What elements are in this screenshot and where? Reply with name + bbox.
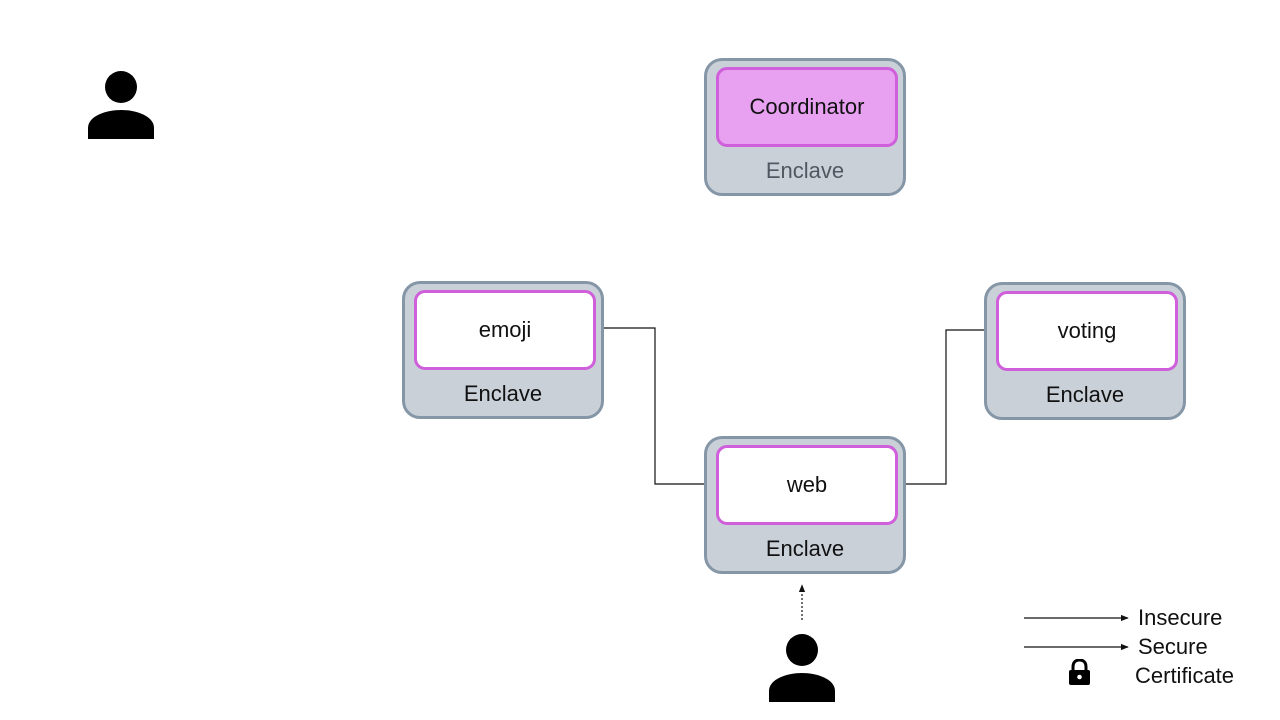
- person-icon: [88, 71, 154, 139]
- connection-web-voting: [895, 326, 996, 488]
- lock-icon: [1069, 659, 1090, 685]
- web-service[interactable]: web: [716, 445, 898, 525]
- voting-enclave-label: Enclave: [1045, 382, 1125, 407]
- voting-service[interactable]: voting: [996, 291, 1178, 371]
- emoji-enclave-label: Enclave: [463, 381, 543, 406]
- voting-enclave[interactable]: voting Enclave: [984, 282, 1186, 420]
- person-icon: [769, 634, 835, 702]
- web-enclave-label: Enclave: [765, 536, 845, 561]
- emoji-service[interactable]: emoji: [414, 290, 596, 370]
- web-enclave[interactable]: web Enclave: [704, 436, 906, 574]
- coordinator-enclave[interactable]: Coordinator Enclave: [704, 58, 906, 196]
- coordinator-service[interactable]: Coordinator: [716, 67, 898, 147]
- emoji-enclave[interactable]: emoji Enclave: [402, 281, 604, 419]
- coordinator-enclave-label: Enclave: [765, 158, 845, 183]
- legend-insecure-label: Insecure: [1138, 605, 1223, 630]
- legend-secure-label: Secure: [1138, 634, 1208, 659]
- legend-certificate-label: Certificate: [1135, 663, 1235, 688]
- connection-web-emoji: [593, 324, 716, 488]
